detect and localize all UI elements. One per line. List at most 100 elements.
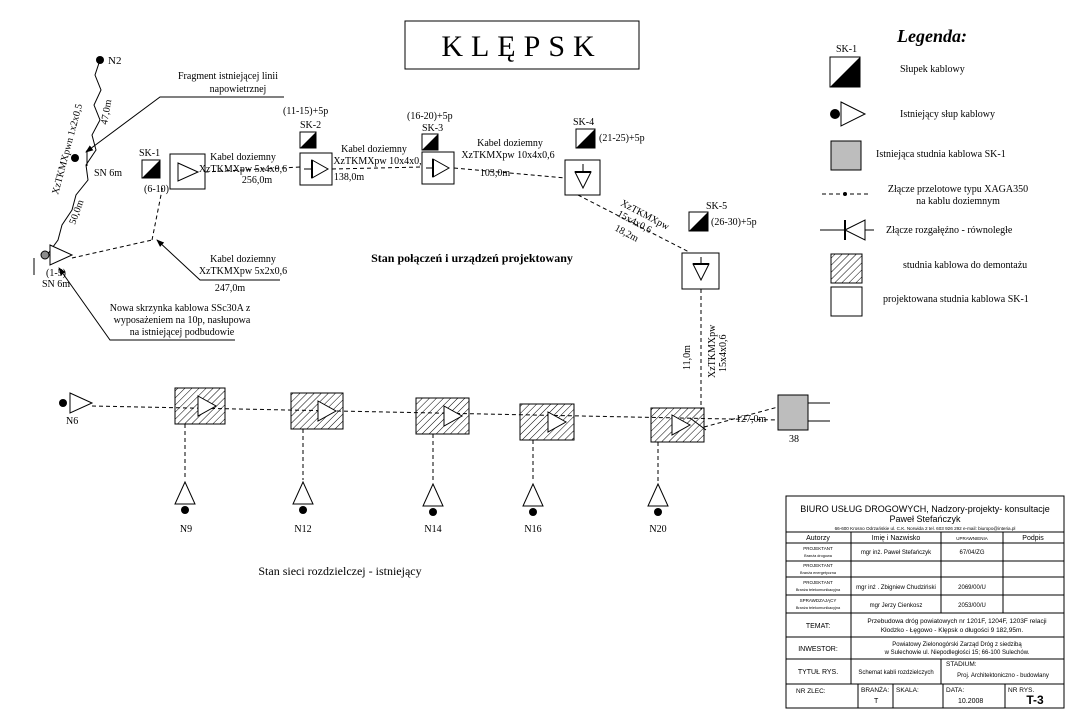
legend-item-1: Słupek kablowy <box>900 64 965 75</box>
len-247-label: 247,0m <box>215 283 246 294</box>
projected-well-3 <box>421 151 455 185</box>
legend-item-6: studnia kablowa do demontażu <box>903 260 1027 271</box>
title-frame <box>404 20 640 70</box>
sk-3-name: SK-3 <box>422 123 443 134</box>
legend-splice-icon <box>822 192 868 196</box>
fragment-line1: Fragment istniejącej linii <box>178 71 278 82</box>
tb-row1-role: PROJEKTANT <box>803 546 833 551</box>
tb-row2-role: PROJEKTANT <box>803 563 833 568</box>
fragment-label: Fragment istniejącej linii napowietrznej <box>178 71 278 95</box>
cable5-line2: 15x4x0,6 <box>718 335 729 373</box>
cable6-line2: XzTKMXpw 5x2x0,6 <box>199 266 287 277</box>
len-47-label: 47,0m <box>99 98 114 125</box>
tb-row4-perm: 2053/00/U <box>958 603 986 609</box>
sk-5-range: (26-30)+5p <box>711 217 757 228</box>
range-1-5-label: (1-5) <box>46 268 66 279</box>
legend-projected-well-icon <box>830 286 863 317</box>
box-desc-line2: wyposażeniem na 10p, nasłupowa <box>114 315 251 326</box>
cable1-line2: XzTKMXpw 5x4x0,6 <box>199 164 287 175</box>
tb-stadium-label: STADIUM: <box>946 661 977 668</box>
tb-person: Paweł Stefańczyk <box>889 514 961 524</box>
pole-n6 <box>59 392 94 414</box>
projected-well-2 <box>299 152 333 186</box>
sk-1-symbol <box>141 159 161 179</box>
pole-n14 <box>422 482 444 516</box>
pole-n2-label: N2 <box>108 55 121 67</box>
tb-nr-rys: T-3 <box>1026 693 1044 707</box>
pole-n20 <box>647 482 669 516</box>
tb-row3-sub: Branża telekomunikacyjna <box>796 588 841 592</box>
tb-stadium: Proj. Architektoniczno - budowlany <box>957 673 1049 679</box>
tb-data: 10.2008 <box>958 698 983 705</box>
tb-temat-line2: Kłodzko - Łęgowo - Klępsk o długości 9 1… <box>881 627 1024 634</box>
sk-3-symbol <box>421 133 439 151</box>
pole-n9-label: N9 <box>180 524 192 535</box>
sk-2-symbol <box>299 131 317 149</box>
len-256-label: 256,0m <box>242 175 273 186</box>
len-11-label: 11,0m <box>682 345 693 370</box>
tb-tytul-label: TYTUŁ RYS. <box>798 669 838 676</box>
overhead-cable-label: XzTKMXpwn 1x2x0,5 <box>50 103 85 196</box>
tb-row1-sub: Branża drogowa <box>804 554 833 558</box>
tb-temat: Przebudowa dróg powiatowych nr 1201F, 12… <box>867 618 1046 634</box>
pole-sn-top-label: SN 6m <box>94 168 122 179</box>
pole-sn-top-icon <box>71 154 79 162</box>
sk-2-name: SK-2 <box>300 120 321 131</box>
tb-row1-perm: 67/04/ZG <box>959 550 984 556</box>
tb-row4-sub: Branża telekomunikacyjna <box>796 606 841 610</box>
tb-nr-zlec-label: NR ZLEC: <box>796 688 826 695</box>
tb-tytul: Schemat kabli rozdzielczych <box>858 670 933 676</box>
box-desc-line1: Nowa skrzynka kablowa SSc30A z <box>110 303 251 314</box>
tb-temat-label: TEMAT: <box>806 623 830 630</box>
tb-branza-label: BRANŻA: <box>861 685 889 694</box>
projected-well-4 <box>564 159 601 196</box>
pole-n12 <box>292 480 314 514</box>
tb-inwestor-line1: Powiatowy Zielonogórski Zarząd Dróg z si… <box>892 642 1022 648</box>
demolition-well-1 <box>174 387 226 425</box>
pole-n9 <box>174 480 196 514</box>
pole-n12-label: N12 <box>294 524 311 535</box>
len-103-label: 103,0m <box>480 168 511 179</box>
cable3-line1: Kabel doziemny <box>477 138 543 149</box>
sk-1-name: SK-1 <box>139 148 160 159</box>
tb-col-name: Imię i Nazwisko <box>872 535 921 542</box>
tb-row4-role: SPRAWDZAJĄCY <box>800 598 837 603</box>
legend-heading: Legenda: <box>896 26 967 46</box>
legend-item-3: Istniejąca studnia kablowa SK-1 <box>876 149 1006 160</box>
cable5-line1: XzTKMXpw <box>707 324 718 378</box>
legend-existing-well-icon <box>830 140 862 171</box>
cable1-line1: Kabel doziemny <box>210 152 276 163</box>
tb-temat-line1: Przebudowa dróg powiatowych nr 1201F, 12… <box>867 618 1046 625</box>
tb-col-perm: UPRAWNIENIA <box>956 536 988 541</box>
cable5-label: XzTKMXpw15x4x0,6 <box>707 324 729 378</box>
tb-row3-role: PROJEKTANT <box>803 580 833 585</box>
tb-skala-label: SKALA: <box>896 687 919 694</box>
sk-1-range: (6-10) <box>144 184 169 195</box>
demolition-well-5 <box>650 407 707 443</box>
len-50-label: 50,0m <box>67 198 86 226</box>
tb-inwestor-label: INWESTOR: <box>798 646 838 653</box>
sk-4-range: (21-25)+5p <box>599 133 645 144</box>
pole-n2-icon <box>96 56 104 64</box>
box-desc-line3: na istniejącej podbudowie <box>130 327 235 338</box>
tb-company: BIURO USŁUG DROGOWYCH, Nadzory-projekty-… <box>800 504 1050 514</box>
tb-col-sign: Podpis <box>1022 535 1044 542</box>
projected-state-label: Stan połączeń i urządzeń projektowany <box>371 251 573 265</box>
demolition-well-2 <box>290 392 344 430</box>
pole-n20-label: N20 <box>649 524 666 535</box>
legend-item-5: Złącze rozgałęźno - równoległe <box>886 225 1013 236</box>
cable2-line1: Kabel doziemny <box>341 144 407 155</box>
tb-row3-name: mgr inż . Zbigniew Chudziński <box>856 585 936 591</box>
len-127-label: 127,0m <box>736 414 767 425</box>
cable3-line2: XzTKMXpw 10x4x0,6 <box>461 150 554 161</box>
fragment-line2: napowietrznej <box>210 84 267 95</box>
pole-1-5 <box>33 244 74 275</box>
sk-4-symbol <box>575 128 596 149</box>
tb-address: 66-600 Krosno Odrzańskie ul. C.K. Norwid… <box>835 526 1016 531</box>
